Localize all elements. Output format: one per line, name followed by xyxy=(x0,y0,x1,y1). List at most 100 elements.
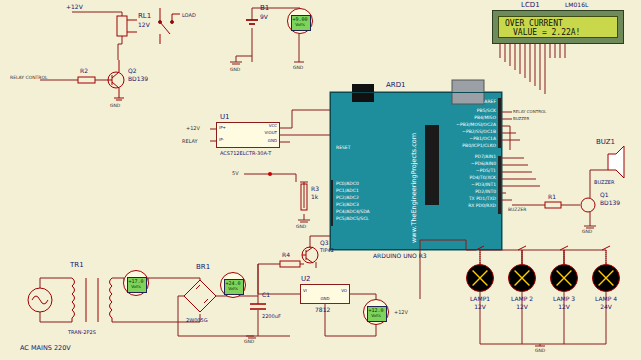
part-label: RX PD0/RXD xyxy=(468,204,496,209)
part-label: PC1/ADC1 xyxy=(336,189,359,194)
part-label: VI xyxy=(303,289,307,293)
lamp: LAMP 212V xyxy=(508,264,536,292)
part-label: +12V xyxy=(186,126,200,131)
part-label: TRAN-2P2S xyxy=(68,330,96,335)
node-text: U1 xyxy=(220,114,230,121)
part-label: PC0/ADC0 xyxy=(336,182,359,187)
node-text: 24V xyxy=(600,304,612,310)
wire xyxy=(280,135,330,136)
part-label: 2W005G xyxy=(186,318,208,323)
node-text: www.TheEngineeringProjects.com xyxy=(411,133,418,243)
part-label: RELAY CONTROL xyxy=(10,76,47,81)
part-label: +12V xyxy=(66,4,83,10)
node-text: +9.00 xyxy=(292,17,307,22)
part-label: PC4/ADC4/SDA xyxy=(336,210,370,215)
buzzer-circuit xyxy=(512,146,624,228)
part-label: VIOUT xyxy=(265,131,277,135)
node-text: +12.0 xyxy=(368,308,383,313)
voltage-regulator: U27812 xyxy=(300,284,350,304)
lamp-filament xyxy=(467,265,493,291)
part-label: R2 xyxy=(80,68,88,74)
part-label: BUZZER xyxy=(508,208,526,213)
part-label: IP- xyxy=(219,138,224,142)
node-text: LAMP 4 xyxy=(595,296,617,302)
node-text: ACS712ELCTR-30A-T xyxy=(220,151,271,156)
part-label: TIP42 xyxy=(320,248,334,253)
lamp-wiring xyxy=(420,240,610,346)
part-label: PC2/ADC2 xyxy=(336,196,359,201)
part-label: PB4/MISO xyxy=(474,116,496,121)
part-label: GND xyxy=(230,68,240,73)
part-label: IP+ xyxy=(219,126,226,130)
part-label: 12V xyxy=(138,22,150,28)
part-label: GND xyxy=(244,340,254,345)
part-label: R3 xyxy=(311,186,319,192)
node-text: +17.0 xyxy=(128,279,143,284)
part-label: 1k xyxy=(311,194,318,200)
part-label: GND xyxy=(268,139,277,143)
part-label: TR1 xyxy=(70,262,84,269)
part-label: PC5/ADC5/SCL xyxy=(336,217,369,222)
part-label: GND xyxy=(320,297,329,301)
voltmeter: +17.0Volts xyxy=(123,270,149,296)
part-label: AC MAINS 220V xyxy=(20,345,71,352)
part-label: ~PB1/OC1A xyxy=(469,137,496,142)
part-label: LOAD xyxy=(182,13,196,18)
node-text: +24.0 xyxy=(225,281,240,286)
part-label: +12V xyxy=(394,310,408,315)
voltmeter: +24.0Volts xyxy=(220,272,246,298)
wire xyxy=(564,250,606,264)
node-text: U2 xyxy=(301,276,311,283)
part-label: AREF xyxy=(484,100,496,105)
part-label: PB0/ICP1/CLKO xyxy=(462,144,496,149)
part-label: GND xyxy=(582,230,592,235)
part-label: BUZZER xyxy=(594,180,615,185)
wire xyxy=(350,294,376,299)
node-text: 12V xyxy=(474,304,486,310)
node-text: Volts xyxy=(295,23,305,27)
lamp: LAMP112V xyxy=(466,264,494,292)
part-label: ~PD3/INT1 xyxy=(471,183,496,188)
part-label: ~PD5/T1 xyxy=(476,169,496,174)
part-label: GND xyxy=(293,66,303,71)
lamp-filament xyxy=(509,265,535,291)
part-label: GND xyxy=(296,225,306,230)
part-label: PD4/T0/XCK xyxy=(469,176,496,181)
part-label: BR1 xyxy=(196,264,210,271)
node-text: Volts xyxy=(131,285,141,289)
node-text: LAMP1 xyxy=(470,296,490,302)
node-text: VALUE = 2.22A! xyxy=(513,29,580,37)
node-text: Volts xyxy=(371,314,381,318)
arduino-board-art xyxy=(330,44,565,250)
node-text: LAMP 2 xyxy=(511,296,533,302)
part-label: VCC xyxy=(269,124,277,128)
node-text: Volts xyxy=(228,287,238,291)
part-label: 5V xyxy=(232,171,239,176)
part-label: R1 xyxy=(548,194,556,200)
part-label: TX PD1/TXD xyxy=(469,197,496,202)
node-text: OVER CURRENT xyxy=(505,20,563,28)
part-label: PB5/SCK xyxy=(477,109,496,114)
wire xyxy=(522,250,564,264)
lamp: LAMP 312V xyxy=(550,264,578,292)
node-text: LM016L xyxy=(565,2,588,8)
part-label: ~PB3/MOSI/OC2A xyxy=(456,123,496,128)
relay-circuit xyxy=(40,8,180,100)
part-label: Q3 xyxy=(320,240,329,246)
part-label: 2200uF xyxy=(262,314,281,319)
voltmeter: +12.0Volts xyxy=(363,299,389,325)
part-label: BUZ1 xyxy=(596,139,615,146)
part-label: RELAY xyxy=(182,139,198,144)
power-supply xyxy=(28,236,376,338)
part-label: ~PB2/SS/OC1B xyxy=(462,130,496,135)
node-text: ARDUINO UNO R3 xyxy=(373,253,427,259)
lcd-module: OVER CURRENTVALUE = 2.22A!LCD1LM016L xyxy=(492,10,624,44)
part-label: PD7/AIN1 xyxy=(475,155,496,160)
part-label: PD2/INT0 xyxy=(475,190,496,195)
wire xyxy=(480,250,522,264)
sensor-wiring xyxy=(210,110,330,222)
node-text: LCD1 xyxy=(521,2,540,9)
node-text: ARD1 xyxy=(386,82,406,89)
part-label: BD139 xyxy=(128,76,148,82)
